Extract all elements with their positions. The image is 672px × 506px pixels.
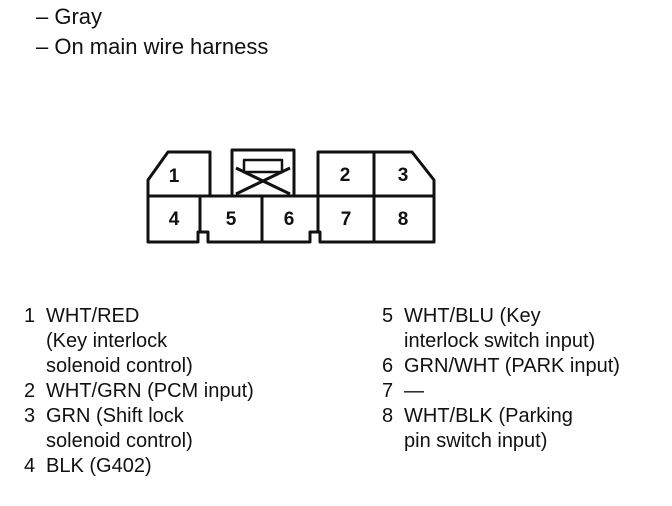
legend-item: 7 — <box>382 379 667 404</box>
legend-item: 8 WHT/BLK (Parking pin switch input) <box>382 404 667 454</box>
pin-6-label: 6 <box>284 209 295 230</box>
legend-item: 4 BLK (G402) <box>24 454 354 479</box>
pin-3-label: 3 <box>398 165 409 186</box>
pin-7-label: 7 <box>341 209 352 230</box>
legend-num: 1 <box>24 305 36 327</box>
legend-text: WHT/BLK (Parking pin switch input) <box>404 405 573 452</box>
connector-housing-right <box>316 150 436 196</box>
legend-text: GRN (Shift lock solenoid control) <box>46 405 193 452</box>
legend-left: 1 WHT/RED (Key interlock solenoid contro… <box>24 304 354 479</box>
legend-text: WHT/GRN (PCM input) <box>46 380 254 402</box>
legend-num: 7 <box>382 380 394 402</box>
legend-text: WHT/RED (Key interlock solenoid control) <box>46 305 193 377</box>
legend-text: — <box>404 380 424 402</box>
legend-item: 1 WHT/RED (Key interlock solenoid contro… <box>24 304 354 379</box>
legend-item: 6 GRN/WHT (PARK input) <box>382 354 667 379</box>
pin-4-label: 4 <box>169 209 180 230</box>
pin-5-label: 5 <box>226 209 237 230</box>
legend-num: 4 <box>24 455 36 477</box>
legend-item: 2 WHT/GRN (PCM input) <box>24 379 354 404</box>
legend-num: 2 <box>24 380 36 402</box>
pin-1-label: 1 <box>169 166 180 187</box>
legend-text: BLK (G402) <box>46 455 152 477</box>
pin-8-label: 8 <box>398 209 409 230</box>
legend-right: 5 WHT/BLU (Key interlock switch input) 6… <box>382 304 667 454</box>
pin-2-label: 2 <box>340 165 351 186</box>
connector-color-note: – Gray <box>36 4 103 29</box>
lock-tab <box>230 148 296 198</box>
legend-num: 5 <box>382 305 394 327</box>
legend-item: 3 GRN (Shift lock solenoid control) <box>24 404 354 454</box>
legend-item: 5 WHT/BLU (Key interlock switch input) <box>382 304 667 354</box>
legend-num: 8 <box>382 405 394 427</box>
connector-location-note: – On main wire harness <box>36 34 269 59</box>
legend-num: 3 <box>24 405 36 427</box>
connector-housing-bottom <box>146 194 436 244</box>
legend-text: GRN/WHT (PARK input) <box>404 355 620 377</box>
legend-text: WHT/BLU (Key interlock switch input) <box>404 305 596 352</box>
connector-housing-left <box>146 150 212 196</box>
legend-num: 6 <box>382 355 394 377</box>
